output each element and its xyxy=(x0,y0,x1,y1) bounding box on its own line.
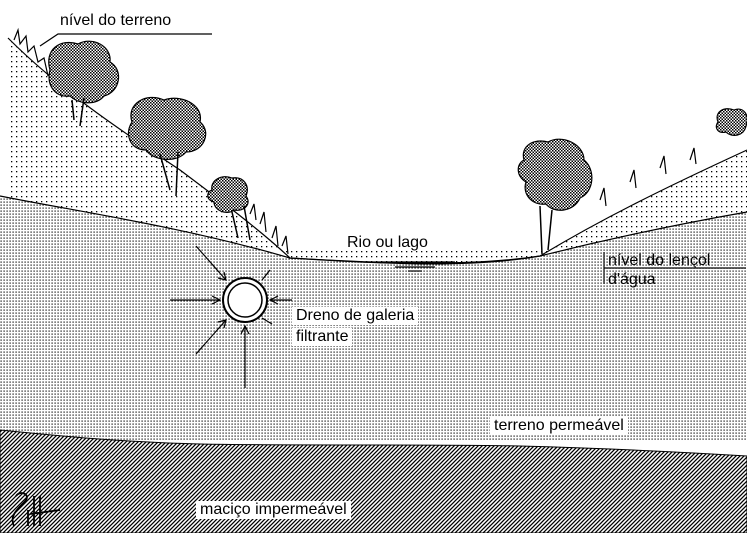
label-water-table: nível do lençol xyxy=(608,252,711,269)
tree-icon xyxy=(127,96,207,197)
drain-pipe xyxy=(222,277,268,323)
artist-signature xyxy=(11,492,61,527)
inflow-arrows xyxy=(170,245,292,388)
label-water-table-2: d'água xyxy=(608,271,656,288)
grass-tufts xyxy=(599,147,697,207)
label-drain-line1: Dreno de galeria xyxy=(292,307,419,325)
grass-tufts xyxy=(13,27,289,255)
label-impermeable-mass: maciço impermeável xyxy=(196,501,351,519)
ground-level-leader xyxy=(39,33,212,47)
tree-icon xyxy=(715,108,747,136)
water-surface-symbol xyxy=(365,261,455,272)
label-ground-level: nível do terreno xyxy=(60,12,172,29)
label-drain-line2: filtrante xyxy=(292,328,353,346)
tree-icon xyxy=(48,40,120,127)
label-river-or-lake: Rio ou lago xyxy=(347,234,428,251)
impermeable-mass xyxy=(0,429,747,533)
tree-icon xyxy=(207,176,251,241)
label-permeable-ground: terreno permeável xyxy=(490,417,628,435)
tree-icon xyxy=(517,138,593,255)
water-table-leader xyxy=(603,252,746,284)
unsaturated-soil xyxy=(8,38,747,264)
